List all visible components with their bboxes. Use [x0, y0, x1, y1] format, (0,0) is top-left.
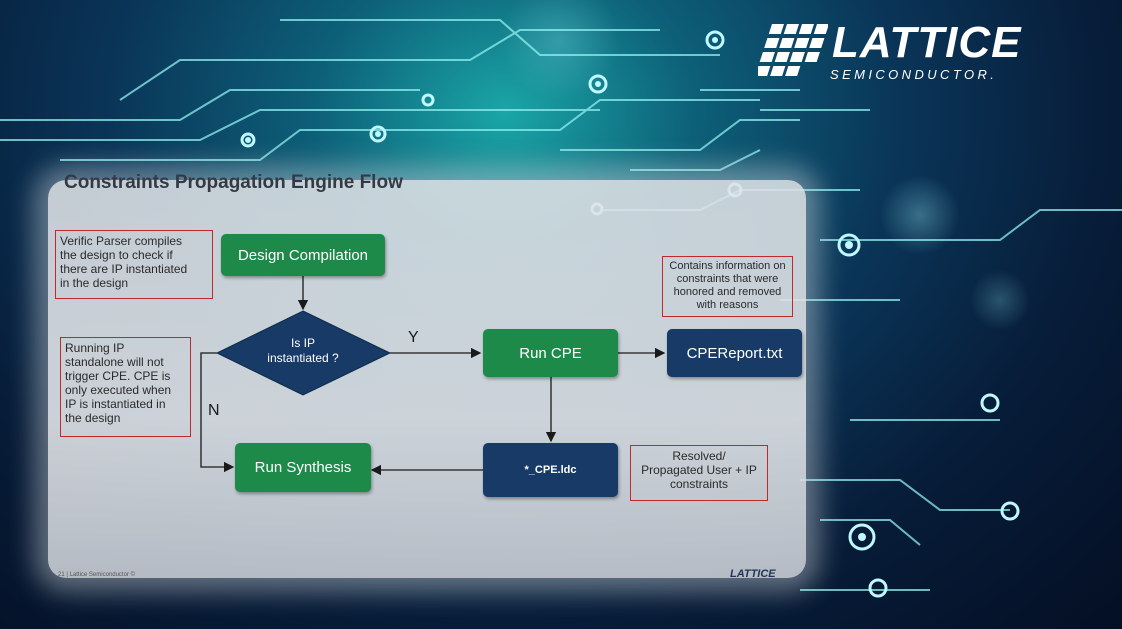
cpe-ldc-box: *_CPE.ldc	[483, 443, 618, 497]
decision-label: Is IP instantiated ?	[267, 336, 339, 365]
run-cpe-box: Run CPE	[483, 329, 618, 377]
run-synthesis-box: Run Synthesis	[235, 443, 371, 492]
design-compilation-box: Design Compilation	[221, 234, 385, 276]
note-resolved-constraints: Resolved/ Propagated User + IP constrain…	[630, 445, 768, 501]
logo-wordmark: LATTICE	[832, 18, 1022, 67]
logo-subtitle: SEMICONDUCTOR.	[830, 67, 998, 82]
slide-title: Constraints Propagation Engine Flow	[64, 172, 403, 193]
footer-logo: LATTICE	[730, 568, 776, 580]
decision-diamond	[215, 310, 392, 396]
note-verific-parser: Verific Parser compiles the design to ch…	[55, 230, 213, 299]
lattice-grid-icon	[758, 24, 828, 76]
arrow-decision-no	[200, 352, 235, 473]
note-running-ip: Running IP standalone will not trigger C…	[60, 337, 191, 437]
slide-panel	[48, 180, 806, 578]
yes-label: Y	[408, 329, 419, 346]
no-label: N	[208, 402, 220, 419]
cpe-report-box: CPEReport.txt	[667, 329, 802, 377]
slide-footer: 21 | Lattice Semiconductor ©	[58, 572, 136, 578]
note-report-info: Contains information on constraints that…	[662, 256, 793, 317]
lattice-logo: LATTICE SEMICONDUCTOR.	[758, 18, 1098, 84]
